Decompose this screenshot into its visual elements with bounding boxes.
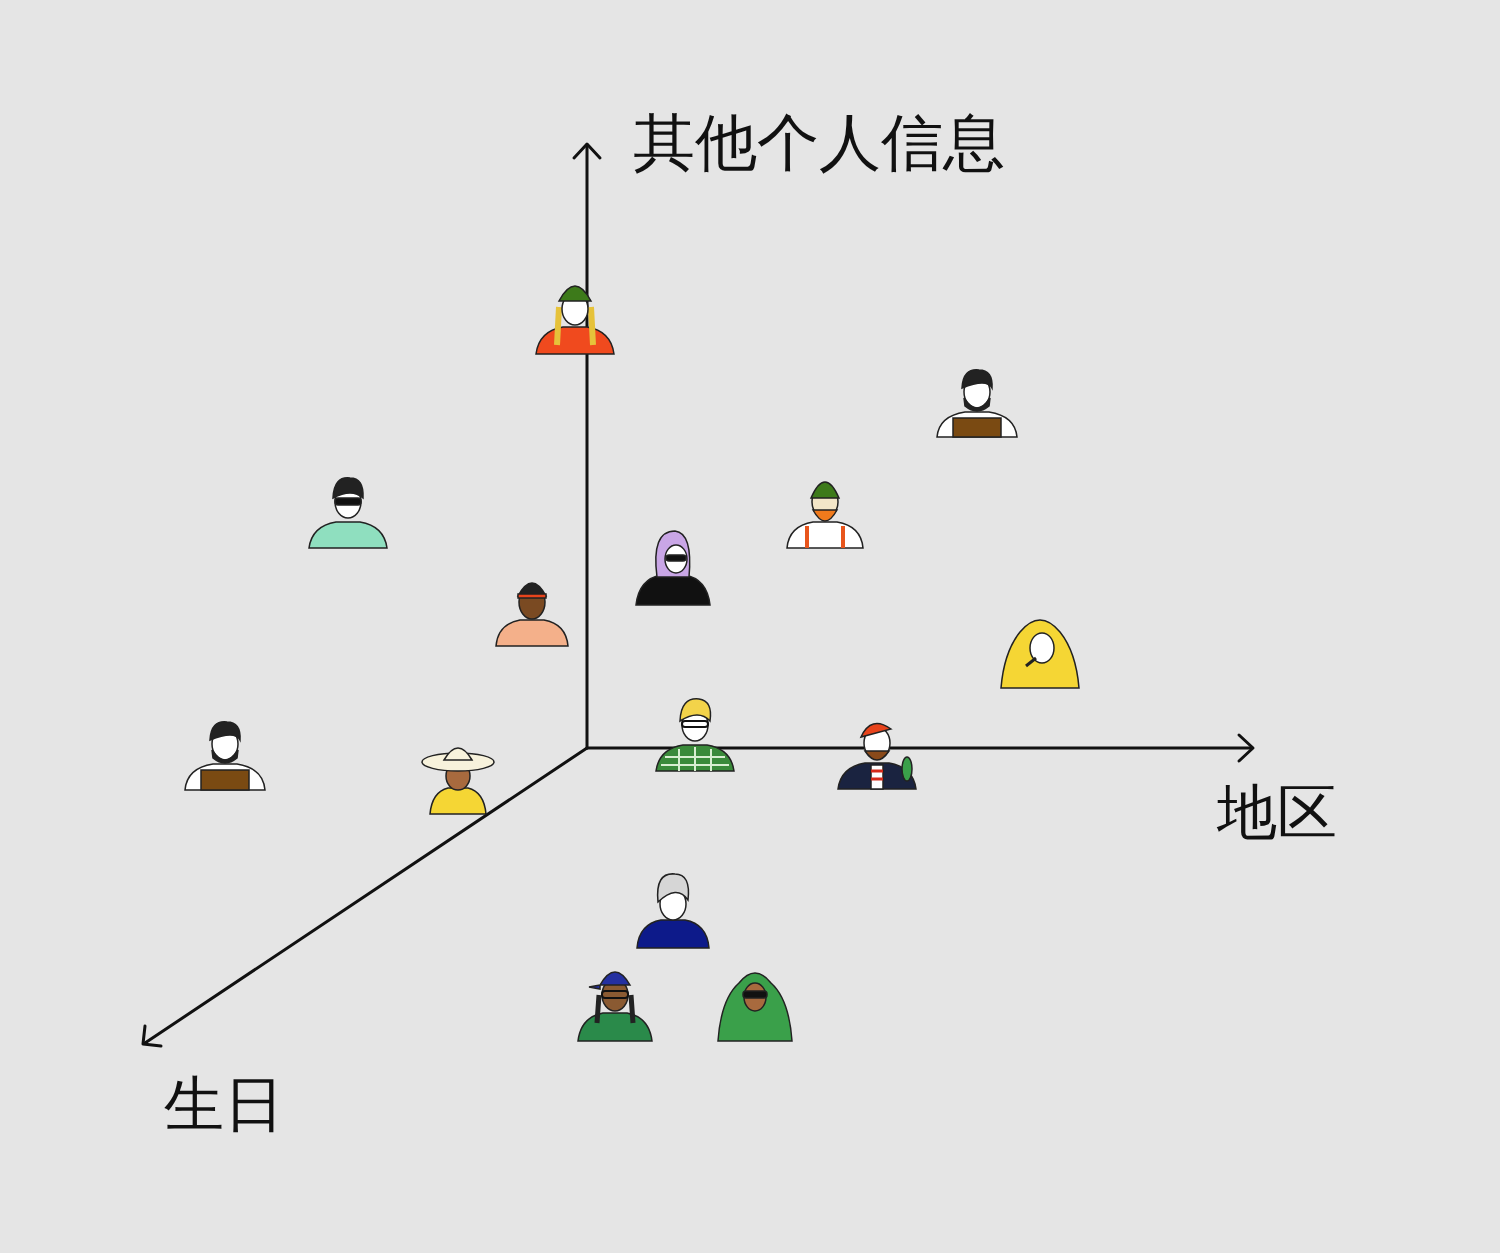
avatar	[309, 478, 387, 548]
depth-axis	[145, 748, 587, 1043]
avatars	[185, 286, 1079, 1041]
avatar	[536, 286, 614, 354]
avatar	[185, 722, 265, 790]
avatar	[1001, 620, 1079, 688]
arrow-head	[143, 1026, 161, 1046]
avatar	[656, 699, 734, 771]
avatar	[637, 874, 709, 948]
axes	[143, 144, 1253, 1046]
avatar	[937, 370, 1017, 437]
avatar	[496, 583, 568, 646]
vertical-axis	[586, 146, 589, 748]
avatar	[636, 531, 710, 605]
avatar	[578, 972, 652, 1041]
axis-label: 生日	[164, 1074, 284, 1134]
avatar	[838, 724, 916, 789]
axis-label: 地区	[1217, 782, 1337, 842]
avatar	[718, 973, 792, 1041]
avatar	[787, 482, 863, 548]
avatar	[422, 748, 494, 814]
arrow-head	[1239, 735, 1253, 761]
arrow-head	[574, 144, 600, 158]
axis-label: 其他个人信息	[633, 112, 1005, 174]
